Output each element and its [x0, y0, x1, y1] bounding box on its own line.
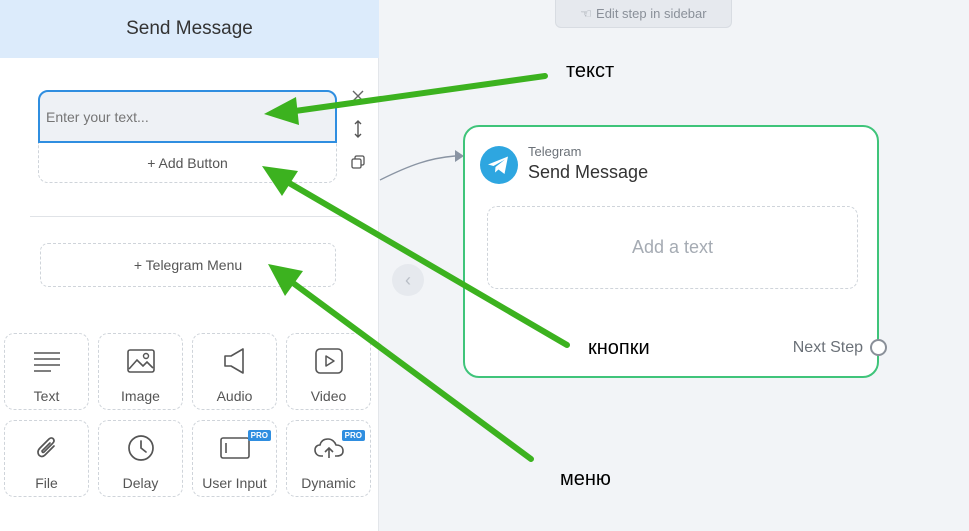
add-text-placeholder[interactable]: Add a text [487, 206, 858, 289]
node-title: Send Message [528, 162, 649, 182]
image-icon [126, 346, 156, 376]
block-image[interactable]: Image [98, 333, 183, 410]
annotation-buttons: кнопки [588, 337, 650, 359]
pro-badge: PRO [247, 430, 271, 441]
block-label: Audio [216, 388, 253, 404]
pointer-hand-icon: ☜ [580, 5, 593, 21]
block-label: File [35, 475, 58, 491]
close-icon[interactable] [348, 86, 368, 106]
block-text[interactable]: Text [4, 333, 89, 410]
sidebar: Send Message + Add Button + Telegram Men… [0, 0, 379, 531]
block-label: Image [121, 388, 160, 404]
speaker-icon [220, 346, 250, 376]
video-play-icon [314, 346, 344, 376]
edit-step-label: Edit step in sidebar [596, 6, 707, 21]
block-video[interactable]: Video [286, 333, 371, 410]
chevron-left-icon: ‹ [405, 269, 411, 290]
annotation-text: текст [566, 60, 615, 82]
block-dynamic[interactable]: PRO Dynamic [286, 420, 371, 497]
drag-handle-icon[interactable] [348, 119, 368, 139]
telegram-icon [479, 145, 519, 185]
annotation-menu: меню [560, 468, 611, 490]
input-box-icon [219, 433, 250, 463]
sidebar-title: Send Message [0, 0, 379, 58]
message-text-input[interactable] [38, 90, 337, 143]
block-user-input[interactable]: PRO User Input [192, 420, 277, 497]
cloud-upload-icon [313, 433, 344, 463]
edit-step-in-sidebar-button[interactable]: ☜ Edit step in sidebar [555, 0, 732, 28]
copy-icon[interactable] [348, 152, 368, 172]
divider [30, 216, 349, 217]
node-platform: Telegram [528, 144, 582, 159]
next-step-label: Next Step [792, 339, 863, 356]
block-label: Text [33, 388, 60, 404]
block-label: Delay [122, 475, 159, 491]
block-label: Video [310, 388, 347, 404]
paperclip-icon [32, 433, 62, 463]
block-label: User Input [202, 475, 267, 491]
block-file[interactable]: File [4, 420, 89, 497]
telegram-menu-button[interactable]: + Telegram Menu [40, 243, 336, 287]
collapse-sidebar-button[interactable]: ‹ [392, 264, 424, 296]
next-step-connector[interactable] [870, 339, 887, 356]
clock-icon [126, 433, 156, 463]
pro-badge: PRO [341, 430, 365, 441]
add-button[interactable]: + Add Button [38, 143, 337, 183]
block-label: Dynamic [301, 475, 356, 491]
content-blocks: Text Image Audio Video File [4, 333, 374, 497]
flow-node-send-message[interactable]: Telegram Send Message Add a text Next St… [463, 125, 887, 378]
text-lines-icon [32, 346, 62, 376]
block-audio[interactable]: Audio [192, 333, 277, 410]
block-delay[interactable]: Delay [98, 420, 183, 497]
